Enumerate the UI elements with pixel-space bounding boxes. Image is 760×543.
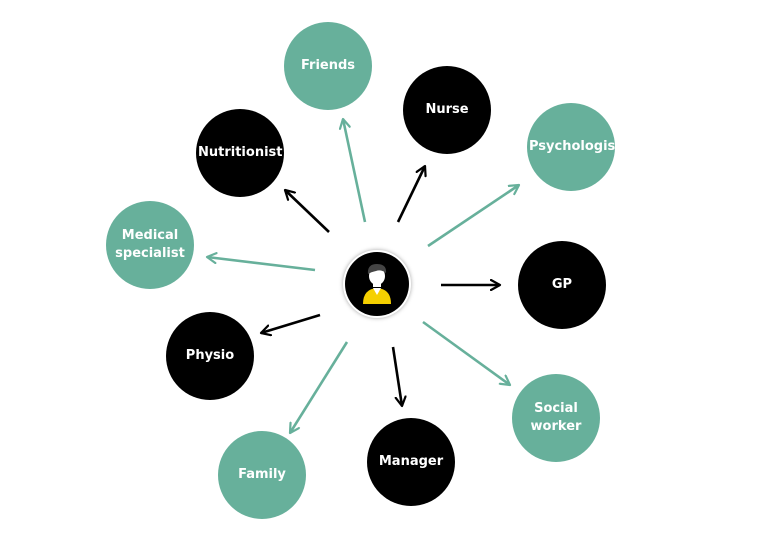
arrow-to-nurse (396, 166, 425, 223)
node-psychologist-label: Psychologist (529, 139, 622, 154)
node-manager-label: Manager (378, 454, 444, 469)
node-family: Family (218, 431, 306, 519)
arrow-to-friends (343, 119, 367, 223)
node-nutritionist-label: Nutritionist (198, 145, 283, 160)
arrow-to-social-worker (422, 320, 510, 385)
center-person-node (345, 252, 409, 316)
node-nutritionist: Nutritionist (196, 109, 284, 197)
node-family-label: Family (238, 467, 286, 482)
node-nurse-label: Nurse (425, 102, 469, 117)
arrow-to-physio (261, 313, 321, 333)
node-physio: Physio (166, 312, 254, 400)
node-psychologist: Psychologist (527, 103, 622, 191)
node-manager: Manager (367, 418, 455, 506)
arrow-to-family (288, 341, 349, 433)
node-gp: GP (518, 241, 606, 329)
node-medical-specialist-label: Medical specialist (115, 228, 185, 261)
node-medical-specialist: Medical specialist (106, 201, 194, 289)
node-social-worker: Social worker (512, 374, 600, 462)
node-nurse: Nurse (403, 66, 491, 154)
node-social-worker-label: Social worker (530, 401, 582, 434)
node-physio-label: Physio (185, 348, 235, 363)
node-friends: Friends (284, 22, 372, 110)
arrow-to-nutritionist (285, 190, 330, 233)
node-gp-label: GP (551, 277, 573, 292)
arrow-to-psychologist (427, 185, 519, 248)
person-avatar-icon (363, 264, 391, 304)
node-friends-label: Friends (300, 58, 356, 73)
arrow-to-manager (391, 346, 402, 406)
arrow-to-medical-specialist (207, 257, 316, 272)
